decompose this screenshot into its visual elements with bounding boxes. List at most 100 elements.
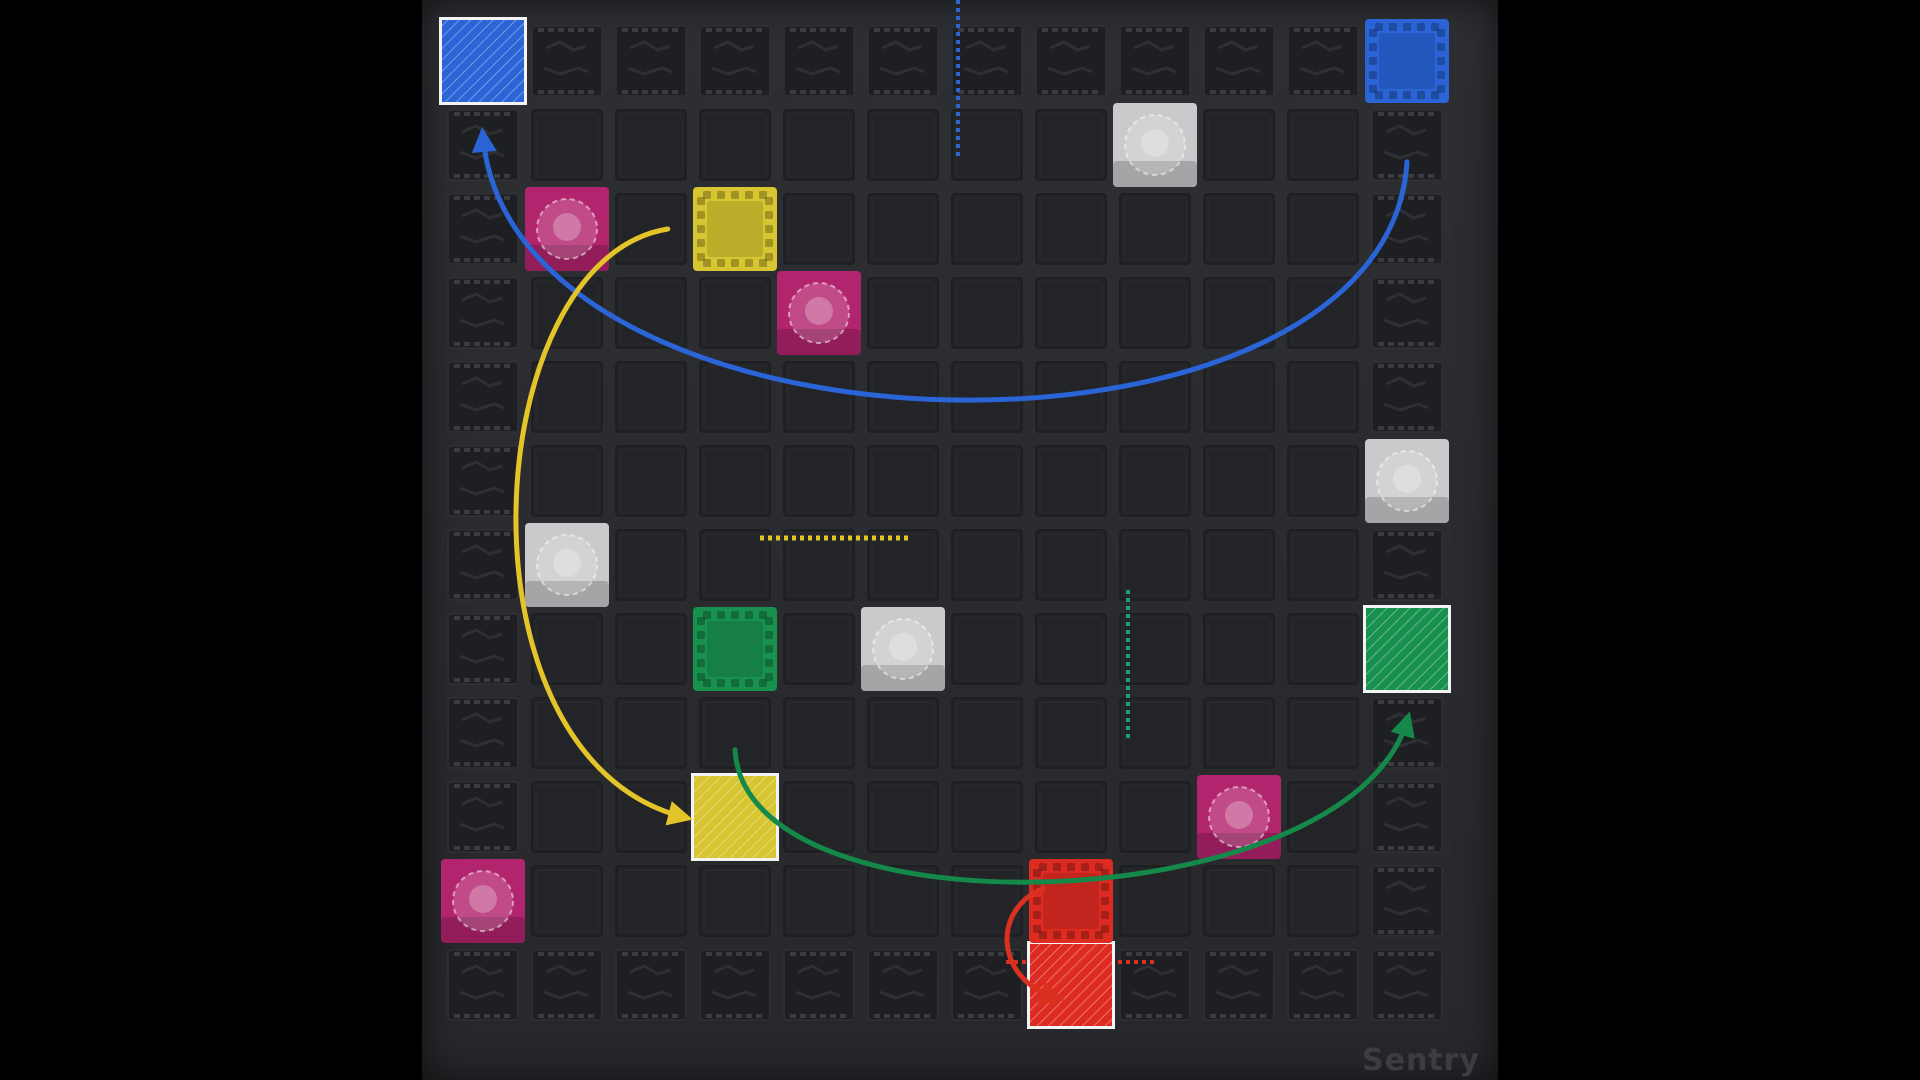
wall-stud <box>504 594 510 598</box>
robot-blue[interactable] <box>1365 19 1449 103</box>
wall-stud <box>874 90 880 94</box>
wall-stud <box>1418 112 1424 116</box>
wall-stud <box>484 112 490 116</box>
wall-stud <box>484 616 490 620</box>
wall-tile <box>447 529 519 601</box>
robot-stud <box>1095 931 1103 939</box>
wall-stud <box>474 1014 480 1018</box>
robot-green[interactable] <box>693 607 777 691</box>
wall-stud <box>978 952 984 956</box>
wall-stud <box>464 616 470 620</box>
wall-stud <box>454 364 460 368</box>
wall-stud <box>884 28 890 32</box>
wall-stud <box>1126 28 1132 32</box>
wall-stud <box>568 1014 574 1018</box>
robot-red[interactable] <box>1029 859 1113 943</box>
wall-crack <box>459 376 505 412</box>
wall-stud <box>1408 342 1414 346</box>
wall-stud <box>1388 258 1394 262</box>
board-cell <box>615 445 687 517</box>
blocker-white <box>1113 103 1197 187</box>
wall-stud <box>1428 762 1434 766</box>
wall-stud <box>1304 1014 1310 1018</box>
wall-stud <box>1388 426 1394 430</box>
wall-stud <box>1378 846 1384 850</box>
wall-crack <box>459 964 505 1000</box>
robot-stud <box>1417 23 1425 31</box>
cell-bevel <box>1039 617 1103 681</box>
target-hatch <box>439 17 527 105</box>
wall-stud <box>790 90 796 94</box>
wall-stud <box>1418 280 1424 284</box>
wall-stud <box>1052 28 1058 32</box>
wall-crack <box>1131 40 1177 76</box>
wall-stud <box>464 258 470 262</box>
wall-stud <box>1008 28 1014 32</box>
board-cell <box>1203 109 1275 181</box>
robot-stud <box>1095 863 1103 871</box>
wall-stud <box>474 510 480 514</box>
wall-stud <box>1220 28 1226 32</box>
wall-stud <box>1378 930 1384 934</box>
cell-bevel <box>1123 701 1187 765</box>
wall-stud <box>454 1014 460 1018</box>
wall-crack <box>627 40 673 76</box>
robot-yellow[interactable] <box>693 187 777 271</box>
robot-stud <box>1039 931 1047 939</box>
wall-stud <box>1388 174 1394 178</box>
wall-stud <box>790 952 796 956</box>
robot-body <box>693 187 777 271</box>
wall-stud <box>454 510 460 514</box>
wall-stud <box>494 700 500 704</box>
wall-tile <box>447 445 519 517</box>
wall-stud <box>484 448 490 452</box>
wall-stud <box>484 846 490 850</box>
wall-stud <box>494 364 500 368</box>
wall-stud <box>810 1014 816 1018</box>
board-cell <box>615 109 687 181</box>
cell-bevel <box>787 197 851 261</box>
cell-bevel <box>787 449 851 513</box>
robot-stud <box>1039 863 1047 871</box>
wall-stud <box>1344 90 1350 94</box>
wall-stud <box>1136 952 1142 956</box>
cell-bevel <box>535 365 599 429</box>
wall-stud <box>1156 28 1162 32</box>
board-cell <box>867 109 939 181</box>
wall-stud <box>504 616 510 620</box>
robot-stud <box>1437 43 1445 51</box>
wall-stud <box>1136 90 1142 94</box>
wall-tile <box>867 25 939 97</box>
wall-stud <box>726 90 732 94</box>
wall-stud <box>504 678 510 682</box>
wall-crack <box>795 40 841 76</box>
wall-stud <box>736 952 742 956</box>
wall-tile <box>783 949 855 1021</box>
cell-bevel <box>619 449 683 513</box>
board-cell <box>1287 613 1359 685</box>
wall-stud <box>1042 90 1048 94</box>
cell-bevel <box>1207 365 1271 429</box>
robot-stud <box>1081 931 1089 939</box>
wall-stud <box>736 90 742 94</box>
target-hatch <box>1363 605 1451 693</box>
wall-stud <box>726 1014 732 1018</box>
wall-stud <box>1378 700 1384 704</box>
wall-stud <box>1418 426 1424 430</box>
wall-stud <box>1388 868 1394 872</box>
cell-bevel <box>955 281 1019 345</box>
wall-stud <box>1418 762 1424 766</box>
cell-bevel <box>787 365 851 429</box>
wall-stud <box>894 952 900 956</box>
wall-tile <box>1371 865 1443 937</box>
robot-stud <box>745 191 753 199</box>
wall-stud <box>568 90 574 94</box>
wall-stud <box>578 952 584 956</box>
cell-bevel <box>1207 113 1271 177</box>
wall-stud <box>1418 342 1424 346</box>
blocker-dome <box>1208 786 1270 848</box>
wall-stud <box>958 1014 964 1018</box>
wall-stud <box>968 952 974 956</box>
wall-stud <box>998 952 1004 956</box>
wall-stud <box>904 90 910 94</box>
